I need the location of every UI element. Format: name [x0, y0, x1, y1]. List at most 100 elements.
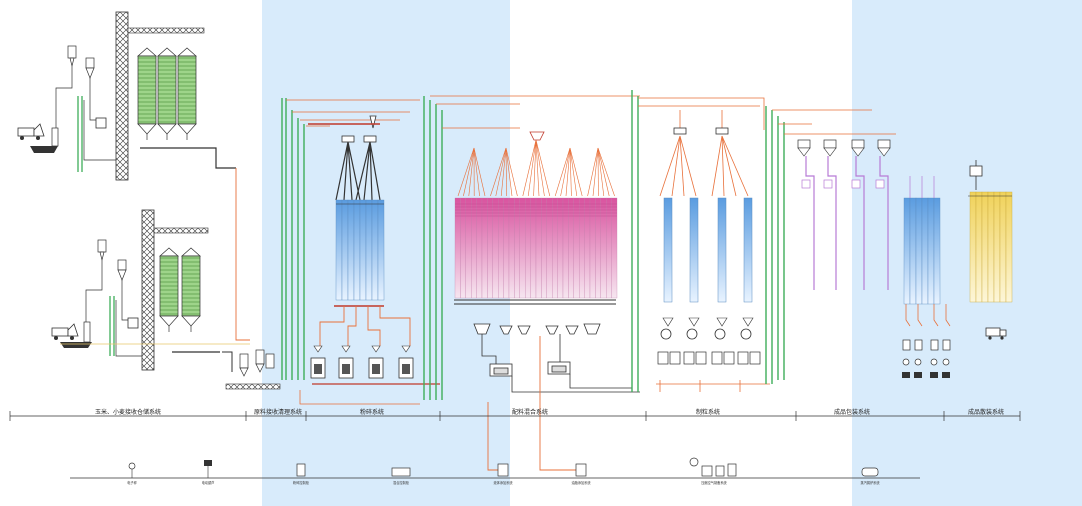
storage-silos-bottom: [159, 247, 201, 332]
silo-top-3-roof: [177, 47, 197, 57]
silo-bottom-2-cone: [181, 315, 201, 327]
packing-bin-5: [927, 197, 935, 305]
elevator-tower-top: [115, 11, 129, 181]
silo-top-conveyor-upper: [127, 27, 205, 34]
receiving-green-lines: [77, 96, 115, 356]
pellet-conditioner-2: [688, 317, 700, 327]
receiving-pipes-top: [55, 66, 120, 161]
bulk-bins: [968, 191, 1013, 303]
section-label-packing: 成品包装系统: [834, 408, 870, 416]
sifter-cone-1: [797, 147, 811, 157]
packing-scale-1: [902, 339, 911, 351]
truck-top: [17, 123, 45, 140]
grinding-orange-distribution: [319, 306, 411, 346]
packing-machines: [902, 304, 951, 378]
intake-pipe-bottom: [83, 321, 91, 343]
batch-feed-line: [463, 147, 475, 197]
batch-feed-line: [597, 147, 610, 197]
purple-chute-4: [879, 156, 889, 290]
legend-label-hoist: 电动葫芦: [202, 480, 215, 485]
batching-area: [454, 131, 640, 471]
silo-top-2-body: [157, 55, 177, 125]
pellet-mills: [657, 317, 761, 365]
batch-feed-line: [505, 147, 507, 197]
sifter-cone-2: [823, 147, 837, 157]
packing-sewer-1: [902, 358, 910, 366]
grinding-bins: [335, 199, 385, 301]
pellet-feed-line: [679, 135, 697, 197]
pellet-feed-line: [721, 135, 749, 197]
mixer-outlet-lines: [481, 334, 640, 393]
section-label-bulk: 成品散装系统: [968, 408, 1004, 416]
pellet-feed-line: [659, 135, 681, 197]
grinding-green-elevators: [423, 96, 443, 400]
grinding-bin-1: [335, 199, 343, 301]
truck-bottom: [51, 323, 79, 340]
batch-feed-line: [490, 147, 507, 197]
legend-item-compressed-air: 压缩空气制备系统: [689, 457, 737, 485]
orange-conveyor-receiving: [235, 168, 250, 341]
hammer-mill-motor-3: [372, 364, 380, 374]
bulk-bin-2: [975, 191, 983, 303]
batching-bottom-bar: [454, 299, 616, 305]
hammer-mill-motor-1: [314, 364, 322, 374]
packing-top-lines: [772, 109, 896, 135]
zone-packing-bulk: [852, 0, 1082, 506]
cyclone-bottom: [97, 239, 127, 281]
pellet-conditioner-3: [716, 317, 728, 327]
legend-label-liquid: 液体添加系统: [493, 480, 513, 485]
hammer-mill-motor-4: [402, 364, 410, 374]
packing-scale-3: [930, 339, 939, 351]
legend-item-boiler: 蒸汽锅炉系统: [860, 467, 880, 485]
silo-bottom-1-body: [159, 255, 179, 317]
mill-feeder-1: [313, 345, 323, 353]
batch-feed-line: [522, 139, 537, 197]
packing-feed-4: [945, 304, 951, 327]
sifter-cone-4: [877, 147, 891, 157]
batch-feed-line: [527, 139, 537, 197]
packing-feed-2: [917, 304, 923, 327]
batch-feed-line: [554, 147, 571, 197]
bulk-bin-6: [999, 191, 1007, 303]
silo-top-1-roof: [137, 47, 157, 57]
silo-top-1-body: [137, 55, 157, 125]
mill-feeder-4: [401, 345, 411, 353]
batch-feed-line: [535, 139, 545, 197]
packing-bin-1: [903, 197, 911, 305]
batch-feed-line: [535, 139, 540, 197]
purple-chute-2: [827, 156, 837, 290]
purple-valve-4: [875, 179, 885, 189]
pellet-cooler-2: [683, 351, 695, 365]
pelleting-top-lines: [638, 97, 765, 130]
packing-feed-3: [933, 304, 939, 327]
grinding-feed-fan: [335, 141, 381, 201]
pelleting-orange-return: [656, 380, 770, 392]
packing-conveyor-4: [942, 372, 950, 378]
legend-item-grinding-cabinet: 粉碎控制柜: [293, 463, 310, 485]
grinding-bin-7: [371, 199, 379, 301]
bulk-truck: [985, 327, 1007, 340]
batching-feed-fan: [457, 139, 615, 197]
purple-valve-1: [801, 179, 811, 189]
silo-top-2-cone: [157, 123, 177, 135]
legend-item-mixing-cabinet: 混合控制柜: [391, 467, 411, 485]
pellet-crumbler-2: [695, 351, 707, 365]
bucket-scale-bottom: [127, 317, 139, 329]
batch-feed-line: [560, 147, 571, 197]
batch-feed-line: [457, 147, 475, 197]
pellet-mill-3: [714, 328, 726, 340]
batching-scales: [473, 323, 601, 335]
batch-feed-line: [535, 139, 551, 197]
silo-outlet-pipe-top: [200, 147, 236, 169]
pellet-bin-1: [663, 197, 673, 303]
pelleting-distributors: [673, 127, 729, 135]
cyclone-top: [67, 45, 95, 79]
batch-feed-line: [587, 147, 599, 197]
pelleting-bins: [663, 197, 753, 303]
auxiliary-legend: 电子秤 电动葫芦 粉碎控制柜 混合控制柜 液体添加系统 油脂添加系统 压缩空气制…: [70, 457, 920, 485]
batch-feed-line: [597, 147, 615, 197]
silo-top-3-body: [177, 55, 197, 125]
batch-feed-line: [569, 147, 578, 197]
bucket-scale-top: [95, 117, 107, 129]
receiving-storage-area: [17, 11, 250, 372]
